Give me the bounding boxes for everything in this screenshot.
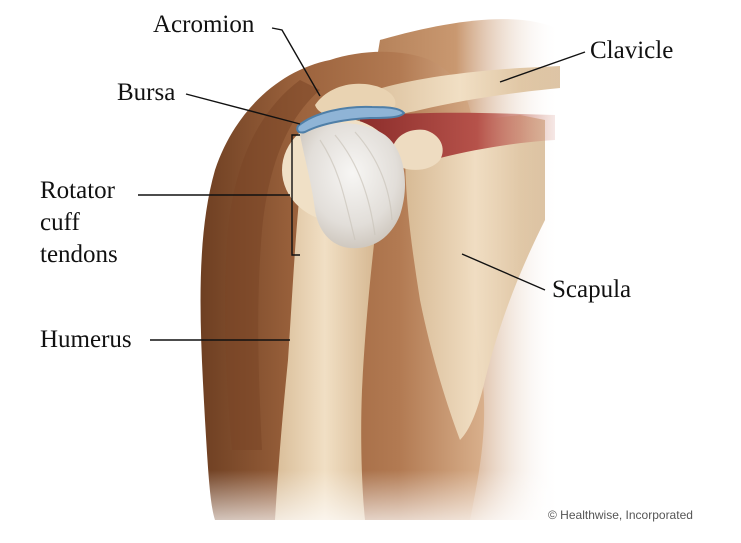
copyright-credit: © Healthwise, Incorporated xyxy=(548,508,693,522)
humerus-label: Humerus xyxy=(40,325,132,355)
bursa-label: Bursa xyxy=(117,78,175,108)
acromion-label: Acromion xyxy=(153,10,254,40)
clavicle-label: Clavicle xyxy=(590,36,673,66)
rotator-label-line3: tendons xyxy=(40,240,118,270)
rotator-label-line2: cuff xyxy=(40,208,80,238)
bottom-fade xyxy=(0,470,741,543)
scapula-label: Scapula xyxy=(552,275,631,305)
right-fade xyxy=(520,0,741,543)
rotator-label-line1: Rotator xyxy=(40,176,115,206)
